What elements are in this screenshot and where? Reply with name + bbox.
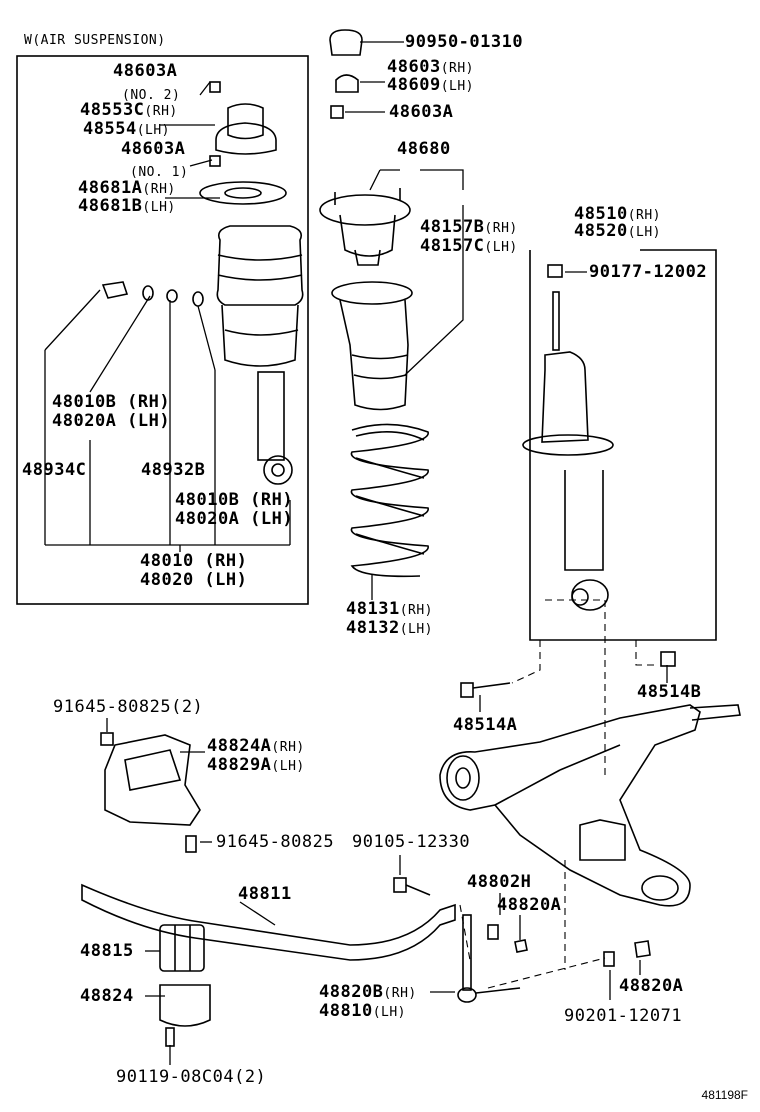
part-label: 48131(RH)	[346, 599, 433, 619]
part-label: 48132(LH)	[346, 618, 433, 638]
part-label: 90177-12002	[589, 262, 708, 282]
part-label: (NO. 1)	[130, 165, 189, 180]
part-label: (NO. 2)	[122, 88, 181, 103]
part-label: 48553C(RH)	[80, 100, 178, 120]
lower-control-arm	[439, 651, 741, 907]
part-label: 48824A(RH)	[207, 736, 305, 756]
part-label: 48020 (LH)	[140, 570, 248, 590]
part-label: 48010B (RH)	[52, 392, 171, 412]
part-label: 48680	[397, 139, 451, 159]
part-label: 90105-12330	[352, 832, 471, 852]
leader-lines	[44, 41, 668, 1065]
part-label: 48603(RH)	[387, 57, 474, 77]
part-label: 90119-08C04(2)	[116, 1067, 267, 1087]
part-label: 48157C(LH)	[420, 236, 518, 256]
stabilizer-bar	[81, 877, 651, 1047]
part-label: 48020A (LH)	[175, 509, 294, 529]
part-label: 48603A	[113, 61, 178, 81]
part-label: 48603A	[121, 139, 186, 159]
part-label: 48603A	[389, 102, 454, 122]
part-label: 48010 (RH)	[140, 551, 248, 571]
part-label: 91645-80825(2)	[53, 697, 204, 717]
part-label: 90201-12071	[564, 1006, 683, 1026]
part-label: 48824	[80, 986, 134, 1006]
part-label: 91645-80825	[216, 832, 335, 852]
part-label: 48510(RH)	[574, 204, 661, 224]
part-label: 48554(LH)	[83, 119, 170, 139]
upper-mount	[319, 29, 413, 411]
air-suspension-box	[16, 55, 309, 605]
air-spring-strut	[101, 81, 304, 485]
coil-spring	[350, 423, 429, 578]
shock-absorber-box	[529, 249, 717, 641]
part-label: 48520(LH)	[574, 221, 661, 241]
part-label: 48932B	[141, 460, 206, 480]
part-label: 48820A	[619, 976, 684, 996]
shock-absorber	[522, 264, 614, 611]
part-label: 48810(LH)	[319, 1001, 406, 1021]
assembly-lines	[459, 599, 655, 989]
section-title: W(AIR SUSPENSION)	[24, 33, 166, 48]
part-label: 48681B(LH)	[78, 196, 176, 216]
part-label: 48934C	[22, 460, 87, 480]
part-label: 48811	[238, 884, 292, 904]
part-label: 48681A(RH)	[78, 178, 176, 198]
part-label: 48820A	[497, 895, 562, 915]
part-label: 48815	[80, 941, 134, 961]
stabilizer-bracket	[100, 732, 201, 853]
part-label: 90950-01310	[405, 32, 524, 52]
figure-id: 481198F	[701, 1088, 748, 1102]
part-label: 48829A(LH)	[207, 755, 305, 775]
part-label: 48820B(RH)	[319, 982, 417, 1002]
part-label: 48514B	[637, 682, 702, 702]
part-label: 48514A	[453, 715, 518, 735]
part-label: 48020A (LH)	[52, 411, 171, 431]
part-label: 48609(LH)	[387, 75, 474, 95]
part-label: 48802H	[467, 872, 532, 892]
part-label: 48010B (RH)	[175, 490, 294, 510]
part-label: 48157B(RH)	[420, 217, 518, 237]
